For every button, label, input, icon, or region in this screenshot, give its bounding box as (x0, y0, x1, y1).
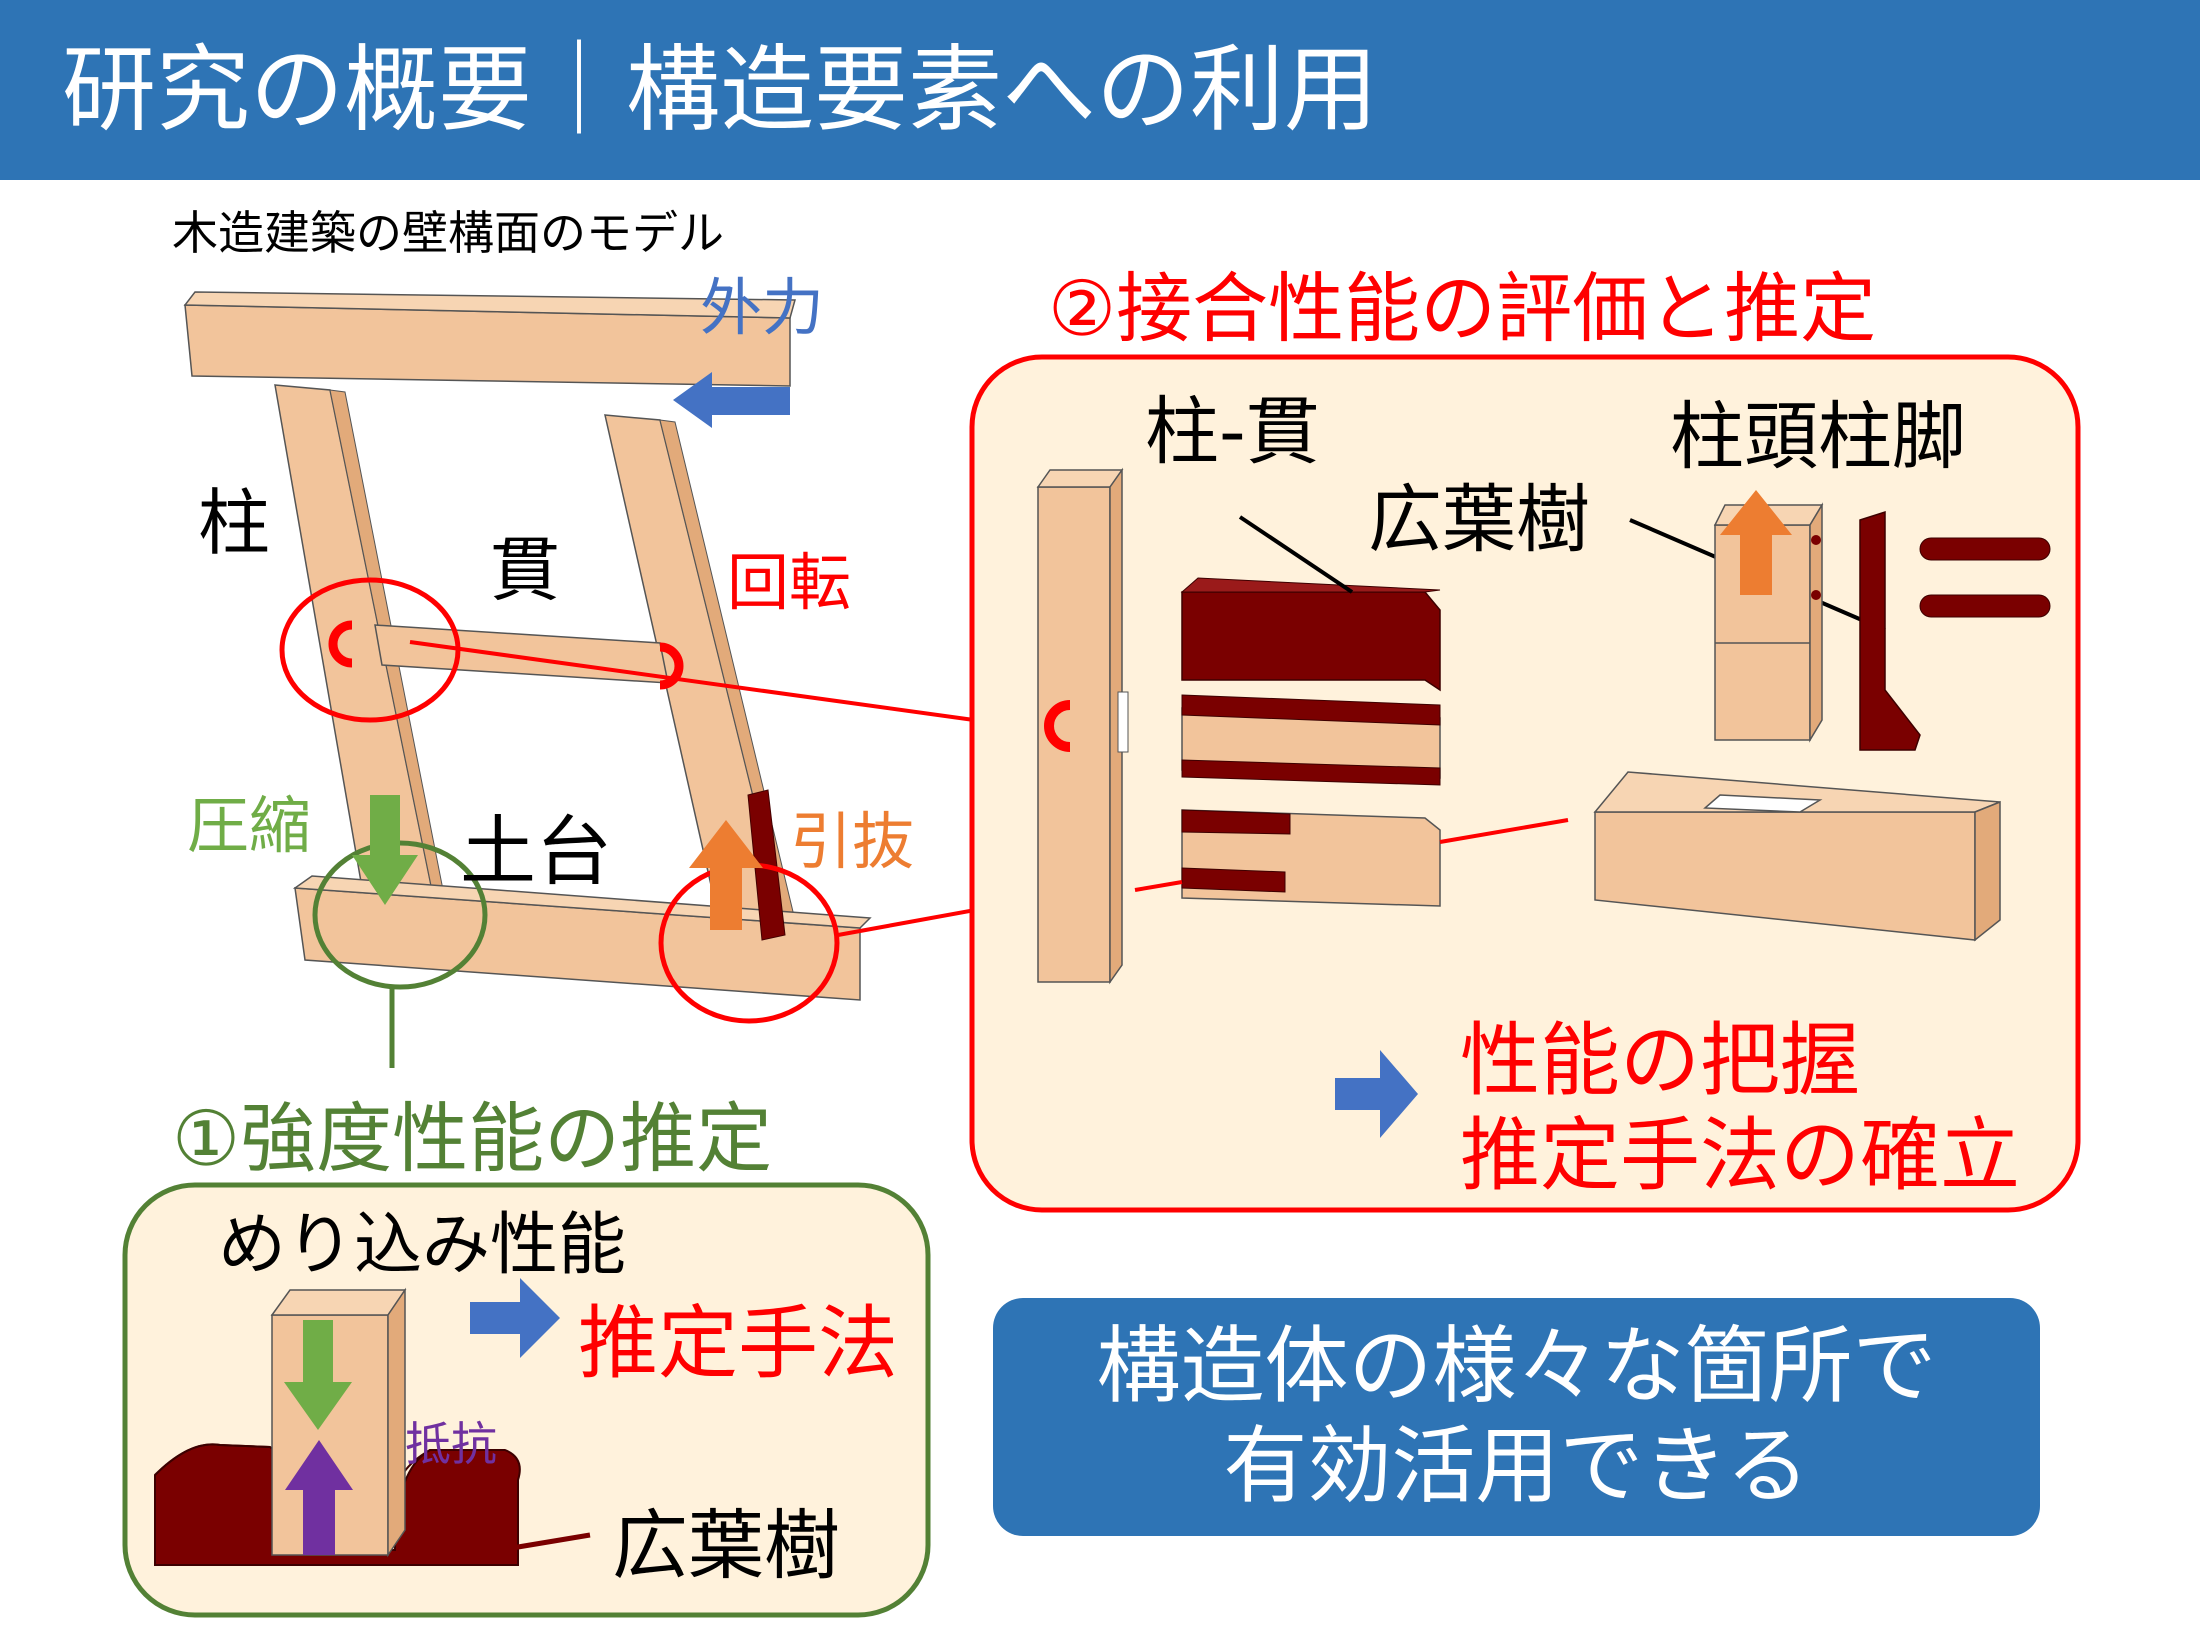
result-arrow-icon-1 (470, 1278, 560, 1358)
resistance-label: 抵抗 (405, 1417, 497, 1471)
page-title: 研究の概要｜構造要素への利用 (62, 36, 1379, 145)
compression-arrow-icon (352, 795, 418, 905)
embedment-illustration (154, 1287, 521, 1566)
strength-heading: ①強度性能の推定 (172, 1094, 773, 1183)
connector-line-3 (1134, 880, 1183, 892)
joint-heading: ②接合性能の評価と推定 (1048, 264, 1877, 353)
hardwood-label-1: 広葉樹 (612, 1501, 840, 1590)
connector-line-1 (409, 640, 1011, 727)
result-line-1: 性能の把握 (1460, 1014, 1860, 1107)
nuki-pieces (1180, 577, 1441, 907)
column-nuki-label: 柱-貫 (1145, 389, 1320, 475)
rotation-icon-panel (1044, 700, 1071, 752)
column-label: 柱 (198, 481, 271, 565)
rotation-icon-left (328, 620, 353, 668)
capital-base-model (1713, 502, 2051, 751)
summary-line-1: 構造体の様々な箇所で (1096, 1317, 1937, 1415)
sill-block-model (1593, 771, 2001, 942)
hardwood-pointer-line-2 (1238, 515, 1354, 594)
summary-line-2: 有効活用できる (1223, 1417, 1810, 1515)
rotation-label: 回転 (727, 546, 852, 619)
header-bar (0, 0, 2200, 180)
sill-label: 土台 (460, 807, 612, 896)
rotation-icon-right (659, 642, 684, 690)
compression-label: 圧縮 (187, 789, 312, 862)
pullout-arrow-icon (689, 820, 763, 930)
column-nuki-model (1036, 467, 1129, 985)
result-line-2: 推定手法の確立 (1460, 1109, 2020, 1202)
model-caption: 木造建築の壁構面のモデル (172, 206, 724, 260)
connector-line-4 (1439, 818, 1569, 844)
result-arrow-icon-2 (1335, 1050, 1418, 1138)
resistance-arrow-icon (285, 1440, 353, 1555)
hardwood-pointer-line-1 (511, 1532, 591, 1551)
summary-box (993, 1298, 2040, 1536)
external-force-arrow-icon (673, 372, 790, 428)
method-label: 推定手法 (578, 1297, 898, 1390)
embedment-label: めり込み性能 (218, 1206, 627, 1285)
external-force-label: 外力 (700, 271, 825, 344)
hardwood-label-2: 広葉樹 (1368, 477, 1590, 563)
pullout-arrow-panel-icon (1720, 490, 1792, 595)
capital-base-label: 柱頭柱脚 (1670, 394, 1966, 480)
nuki-label: 貫 (490, 529, 560, 611)
compression-arrow-small-icon (284, 1320, 352, 1430)
pullout-label: 引抜 (790, 805, 915, 878)
